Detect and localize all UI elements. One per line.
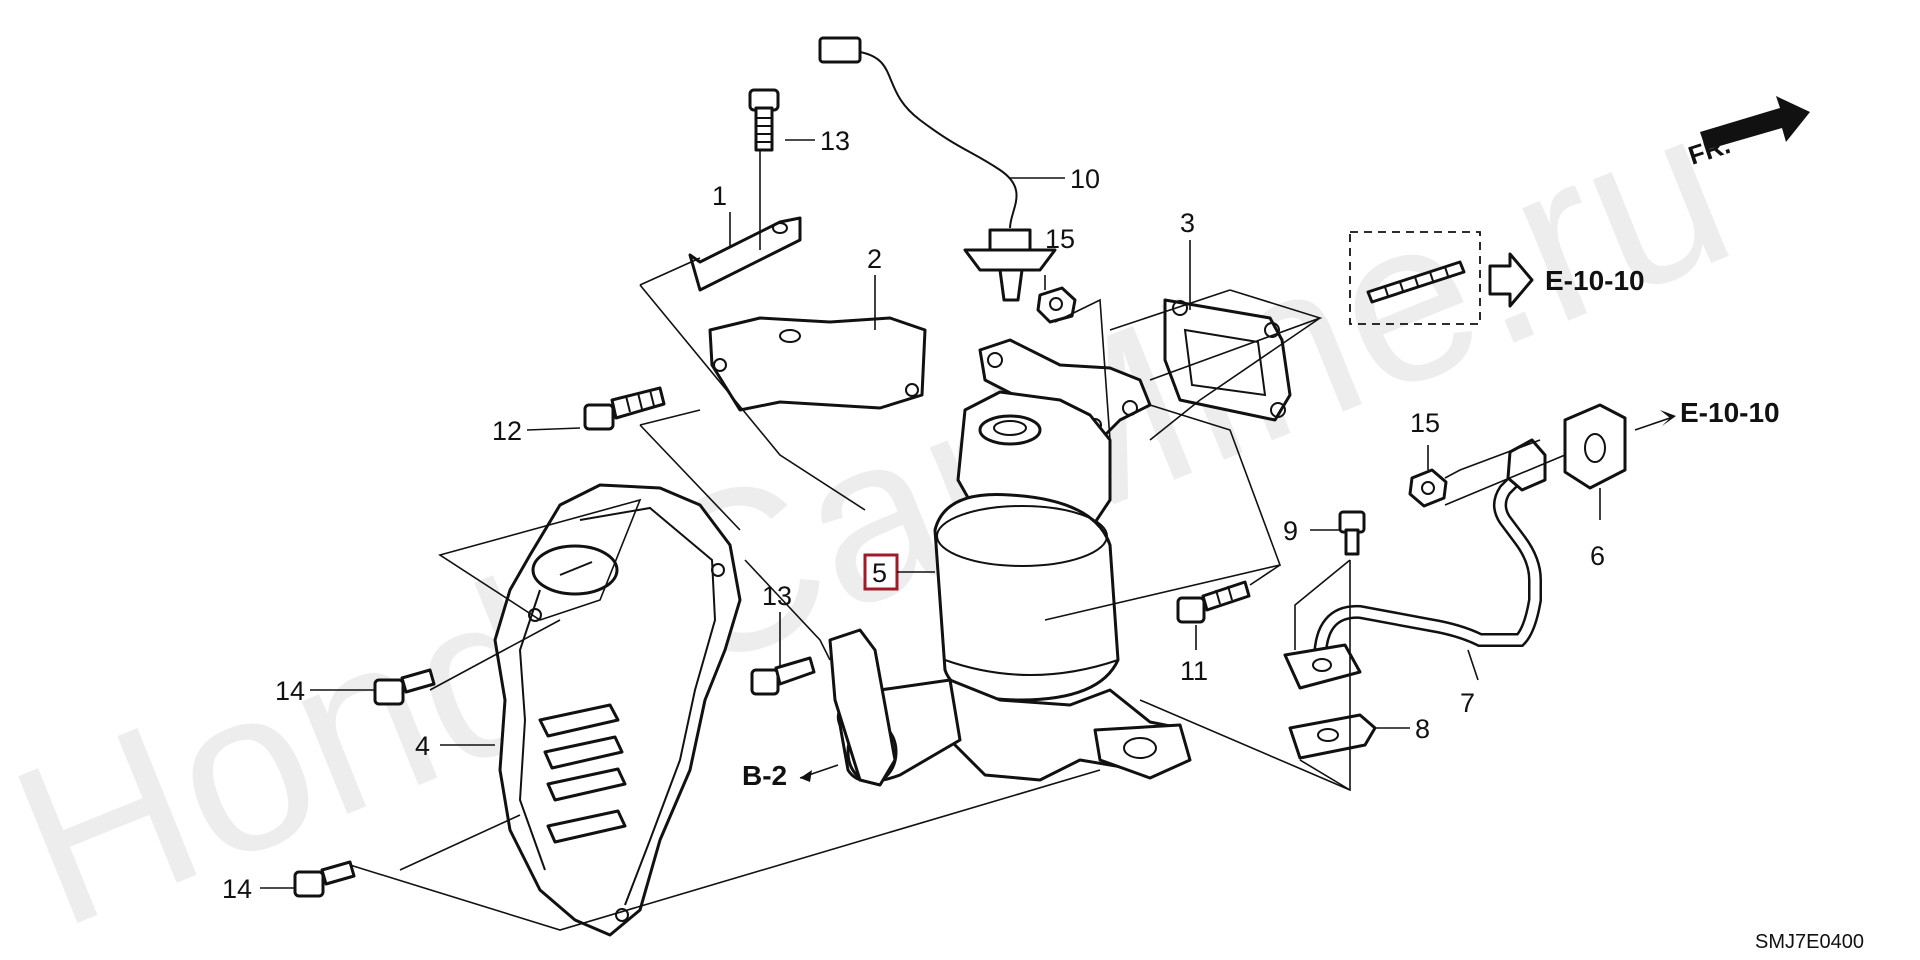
bolt-13-lower[interactable]	[750, 656, 816, 696]
callout-3[interactable]: 3	[1180, 208, 1195, 238]
callout-13-top[interactable]: 13	[820, 126, 850, 156]
callout-11[interactable]: 11	[1180, 656, 1208, 686]
callout-6[interactable]: 6	[1590, 541, 1605, 571]
oxygen-sensor-10[interactable]	[818, 36, 1057, 302]
callout-12[interactable]: 12	[492, 416, 522, 446]
heat-shield-4[interactable]	[493, 483, 742, 937]
egr-pipe-7[interactable]	[1283, 438, 1547, 690]
reference-e-10-10-top[interactable]: E-10-10	[1545, 265, 1645, 296]
reference-arrow-top[interactable]	[1488, 252, 1534, 308]
callout-1[interactable]: 1	[712, 181, 727, 211]
callout-7[interactable]: 7	[1460, 688, 1475, 718]
catalytic-converter-5[interactable]	[828, 338, 1192, 787]
nut-15-right[interactable]	[1408, 468, 1448, 508]
callout-10[interactable]: 10	[1070, 164, 1100, 194]
callout-15-top[interactable]: 15	[1045, 224, 1075, 254]
callout-14-lower[interactable]: 14	[222, 874, 252, 904]
bolt-11[interactable]	[1176, 580, 1251, 624]
callout-13-lower[interactable]: 13	[762, 581, 792, 611]
reference-e-10-10-right[interactable]: E-10-10	[1680, 397, 1780, 428]
bolt-14-upper[interactable]	[373, 668, 436, 706]
bolt-9[interactable]	[1338, 510, 1366, 556]
gasket-6[interactable]	[1563, 403, 1627, 490]
bolt-14-lower[interactable]	[293, 860, 356, 898]
reference-arrow-right[interactable]	[1634, 410, 1676, 431]
reference-b-2[interactable]: B-2	[742, 760, 787, 791]
nut-15-top[interactable]	[1036, 286, 1077, 324]
gasket-8[interactable]	[1288, 713, 1377, 760]
bolt-12[interactable]	[583, 386, 666, 431]
callout-5[interactable]: 5	[872, 558, 887, 588]
gasket-3[interactable]	[1163, 298, 1292, 422]
assembly-lines	[349, 150, 1566, 931]
callout-9[interactable]: 9	[1283, 516, 1298, 546]
callout-4[interactable]: 4	[415, 731, 430, 761]
callout-2[interactable]: 2	[867, 244, 882, 274]
callout-leaders	[260, 139, 1601, 889]
diagram-code: SMJ7E0400	[1755, 931, 1864, 953]
callout-15-right[interactable]: 15	[1410, 408, 1440, 438]
front-direction-arrow-icon	[1700, 96, 1810, 150]
bracket-2[interactable]	[708, 316, 927, 412]
bracket-1[interactable]	[688, 216, 802, 292]
bolt-13-top[interactable]	[748, 88, 780, 152]
stud-box	[1349, 231, 1481, 325]
callout-14-upper[interactable]: 14	[275, 676, 305, 706]
callout-8[interactable]: 8	[1415, 714, 1430, 744]
